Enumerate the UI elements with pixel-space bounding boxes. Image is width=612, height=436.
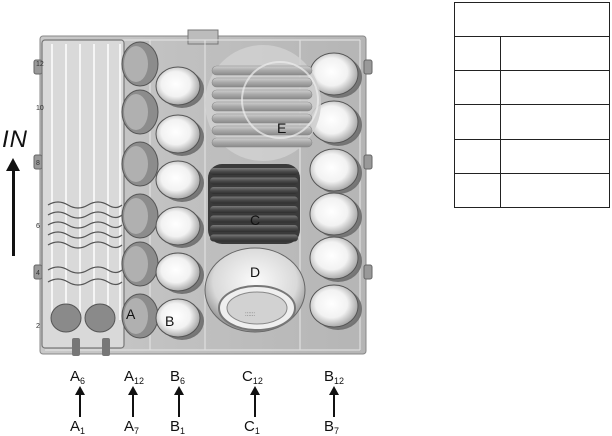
table-row — [454, 36, 610, 72]
item-label-d: D — [250, 264, 261, 280]
plate-a — [121, 193, 159, 239]
b-plates — [155, 66, 204, 340]
position-arrow — [75, 386, 85, 417]
table-header-row — [454, 1, 610, 38]
position-arrow — [250, 386, 260, 417]
svg-text:6: 6 — [36, 223, 40, 230]
basket-slot-labels: 12 10 8 6 4 2 — [36, 61, 44, 330]
table-cell — [454, 70, 501, 106]
direction-arrow — [6, 158, 20, 256]
plate-b — [155, 66, 204, 108]
plate-b — [155, 252, 204, 294]
position-arrow — [128, 386, 138, 417]
svg-text:4: 4 — [36, 270, 40, 277]
item-label-c: C — [250, 212, 261, 228]
plate-a — [121, 89, 159, 135]
table-cell — [500, 36, 610, 72]
position-label-bottom: C1 — [244, 418, 260, 436]
table-row — [454, 138, 610, 174]
item-c-pot — [208, 164, 300, 244]
position-arrow — [174, 386, 184, 417]
plate-a — [121, 241, 159, 287]
table-row — [454, 70, 610, 106]
item-e-bowl — [205, 45, 321, 161]
table-cell — [500, 70, 610, 106]
plate-b — [155, 160, 204, 202]
position-label-bottom: A7 — [124, 418, 140, 436]
plate-b-right — [309, 52, 362, 98]
table-cell — [500, 172, 610, 209]
svg-text:2: 2 — [36, 323, 40, 330]
cutlery-basket: 12 10 8 6 4 2 — [36, 39, 125, 356]
b-right-plates — [309, 52, 362, 330]
table-header-cell — [454, 1, 610, 38]
plate-b — [155, 206, 204, 248]
plate-b-right — [309, 100, 362, 146]
position-label-bottom: A1 — [70, 418, 86, 436]
direction-label: IN — [2, 126, 28, 153]
plate-b — [155, 298, 204, 340]
table-cell — [500, 138, 610, 174]
table-cell — [454, 138, 501, 174]
table-cell — [454, 172, 501, 209]
position-label-top: A6 — [70, 368, 86, 386]
plate-b-right — [309, 284, 362, 330]
item-label-b: B — [165, 313, 175, 329]
svg-text:12: 12 — [36, 61, 44, 68]
svg-text:8: 8 — [36, 160, 40, 167]
plate-b-right — [309, 236, 362, 282]
table-row — [454, 172, 610, 209]
plate-b-right — [309, 192, 362, 238]
table-cell — [454, 104, 501, 140]
position-arrow — [329, 386, 339, 417]
plate-b-right — [309, 148, 362, 194]
item-label-e: E — [277, 120, 287, 136]
loading-table — [454, 1, 610, 209]
table-row — [454, 104, 610, 140]
plate-b — [155, 114, 204, 156]
table-cell — [454, 36, 501, 72]
position-label-top: A12 — [124, 368, 145, 386]
position-label-bottom: B1 — [170, 418, 186, 436]
rack-clips — [33, 59, 373, 280]
svg-text:::::::: :::::: — [245, 312, 255, 318]
table-cell — [500, 104, 610, 140]
a-plates — [121, 41, 159, 339]
rack-back-top — [187, 29, 219, 45]
svg-text:10: 10 — [36, 105, 44, 112]
position-label-bottom: B7 — [324, 418, 340, 436]
item-d-bowl: :::::: — [204, 247, 306, 333]
plate-a — [121, 141, 159, 187]
plate-a — [121, 293, 159, 339]
plate-a — [121, 41, 159, 87]
position-label-top: C12 — [242, 368, 263, 386]
position-label-top: B12 — [324, 368, 345, 386]
position-label-top: B6 — [170, 368, 186, 386]
item-label-a: A — [126, 306, 136, 322]
